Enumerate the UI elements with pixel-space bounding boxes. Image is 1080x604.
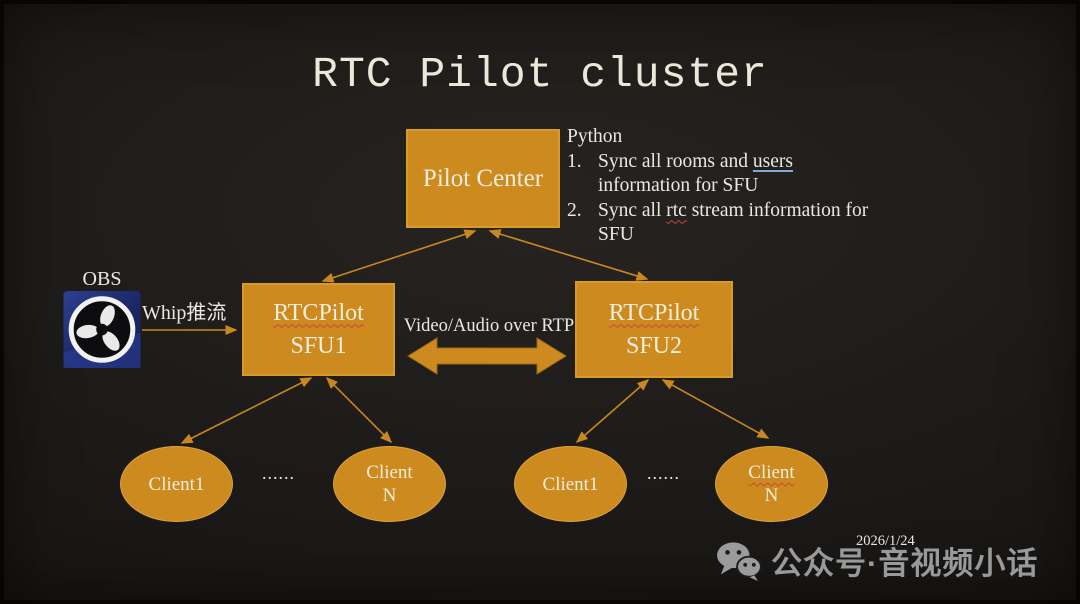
python-note-heading: Python	[567, 126, 623, 147]
sfu1-name: RTCPilot	[273, 299, 364, 326]
note-line: SFU	[598, 224, 634, 245]
watermark-text: 公众号·音视频小话	[771, 546, 1039, 581]
sfu2-id: SFU2	[625, 332, 683, 359]
sfu1-id: SFU1	[290, 332, 347, 359]
node-client1-right: Client1	[514, 446, 627, 522]
connector-sfu2-clientN	[661, 379, 770, 439]
connector-sfu2-client1	[575, 379, 650, 443]
client-label: Client1	[148, 473, 205, 495]
node-clientN-left: Client N	[333, 446, 446, 522]
note-line: Sync all rooms and users	[598, 150, 793, 172]
node-pilot-center: Pilot Center	[406, 129, 560, 228]
rtp-label: Video/Audio over RTP	[403, 316, 575, 336]
list-number: 2.	[567, 199, 582, 221]
slide-date: 2026/1/24	[856, 533, 915, 549]
page-title: RTC Pilot cluster	[312, 50, 768, 99]
python-note-item-2: 2. Sync all rtc stream information for S…	[567, 199, 897, 248]
whip-push-label: Whip推流	[142, 302, 227, 324]
client-label: Client1	[542, 473, 599, 495]
obs-label: OBS	[82, 268, 122, 290]
rtp-double-arrow	[407, 337, 567, 375]
list-number: 1.	[567, 150, 582, 172]
pilot-center-label: Pilot Center	[422, 164, 544, 192]
node-rtcpilot-sfu1: RTCPilot SFU1	[242, 283, 395, 376]
node-clientN-right: Client N	[715, 446, 828, 522]
python-note: Python 1. Sync all rooms and users infor…	[567, 125, 897, 248]
sfu2-name: RTCPilot	[608, 299, 700, 326]
client-label: N	[382, 485, 397, 506]
node-rtcpilot-sfu2: RTCPilot SFU2	[575, 281, 733, 378]
note-line: information for SFU	[598, 175, 759, 196]
note-line: Sync all rtc stream information for	[598, 199, 869, 221]
connector-pilot-sfu1	[321, 229, 477, 283]
spellcheck-word: users	[752, 150, 793, 172]
obs-logo-icon	[63, 291, 141, 368]
ellipsis-right: ......	[647, 463, 680, 483]
connector-sfu1-clientN	[325, 376, 393, 444]
wechat-icon	[717, 541, 762, 581]
python-note-item-1: 1. Sync all rooms and users information …	[567, 150, 897, 199]
watermark: 公众号·音视频小话	[716, 538, 1038, 583]
client-label: N	[764, 485, 779, 506]
node-client1-left: Client1	[120, 446, 233, 522]
ellipsis-left: ......	[262, 463, 295, 483]
client-label: Client	[748, 462, 795, 483]
connector-sfu1-client1	[180, 377, 313, 444]
spellcheck-word: rtc	[666, 199, 687, 221]
client-label: Client	[366, 462, 413, 483]
